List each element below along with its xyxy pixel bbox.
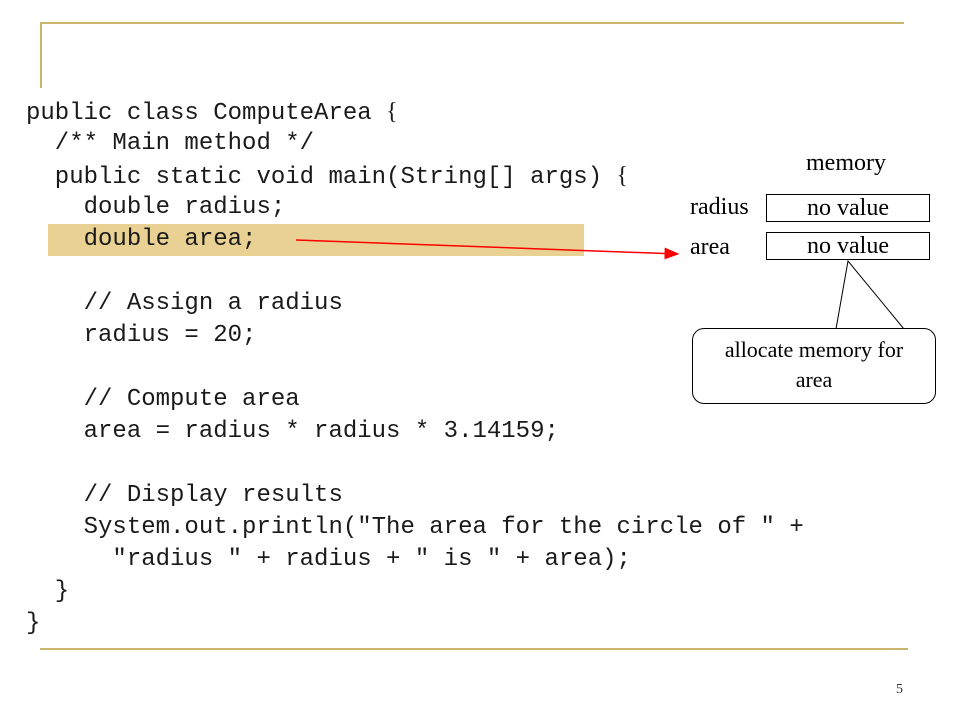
allocation-callout: allocate memory for area <box>692 328 936 404</box>
code-line: "radius " + radius + " is " + area); <box>26 546 631 573</box>
area-label: area <box>690 234 730 260</box>
code-line: } <box>26 578 70 605</box>
radius-label: radius <box>690 194 749 220</box>
code-line: public class ComputeArea { <box>26 99 398 127</box>
radius-memory-cell: no value <box>766 194 930 222</box>
code-line: area = radius * radius * 3.14159; <box>26 418 559 445</box>
left-decoration-line <box>40 22 42 88</box>
code-line: // Display results <box>26 482 343 509</box>
code-line: // Compute area <box>26 386 300 413</box>
callout-text-line2: area <box>795 367 833 392</box>
code-block: public class ComputeArea { /** Main meth… <box>26 96 804 640</box>
code-line: // Assign a radius <box>26 290 343 317</box>
code-line: double radius; <box>26 194 286 221</box>
slide-number: 5 <box>896 682 903 697</box>
code-line: } <box>26 610 41 637</box>
code-line: /** Main method */ <box>26 130 315 157</box>
pointer-arrow <box>295 239 680 260</box>
code-line: public static void main(String[] args) { <box>26 163 629 191</box>
code-line-highlighted: double area; <box>26 226 257 253</box>
area-memory-cell: no value <box>766 232 930 260</box>
code-line: System.out.println("The area for the cir… <box>26 514 804 541</box>
callout-pointer <box>835 259 906 330</box>
bottom-decoration-line <box>40 648 908 650</box>
memory-title: memory <box>806 150 886 176</box>
callout-text-line1: allocate memory for <box>724 337 904 362</box>
code-line: radius = 20; <box>26 322 257 349</box>
top-decoration-line <box>40 22 904 24</box>
